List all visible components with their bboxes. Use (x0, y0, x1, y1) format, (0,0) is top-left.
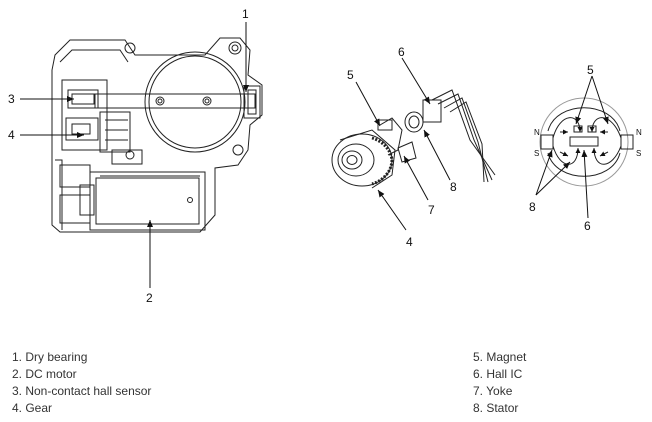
callout-left-3: 3 (8, 92, 15, 106)
callout-mid-6: 6 (398, 45, 405, 59)
legend-item-stator: 8. Stator (473, 401, 519, 415)
pole-south-right: S (636, 149, 641, 158)
legend-left: 1. Dry bearing 2. DC motor 3. Non-contac… (12, 349, 151, 417)
legend-item-magnet: 5. Magnet (473, 350, 527, 364)
legend-item-hall-sensor: 3. Non-contact hall sensor (12, 384, 152, 398)
callout-mid-4: 4 (406, 235, 413, 249)
legend-item-yoke: 7. Yoke (473, 384, 513, 398)
callout-right-8: 8 (529, 200, 536, 214)
legend-item-hall-ic: 6. Hall IC (473, 367, 523, 381)
legend-item-dry-bearing: 1. Dry bearing (12, 350, 88, 364)
pole-south-left: S (534, 149, 539, 158)
callout-right-6: 6 (584, 219, 591, 233)
magnetic-flux-schematic (539, 97, 634, 187)
callout-mid-5: 5 (347, 68, 354, 82)
gear-sensor-exploded-view (331, 89, 496, 189)
callout-left-1: 1 (242, 7, 249, 21)
right-callout-lines (535, 75, 609, 219)
legend-item-gear: 4. Gear (12, 401, 53, 415)
callout-right-5: 5 (587, 63, 594, 77)
left-callout-lines (20, 22, 249, 288)
callout-left-2: 2 (146, 291, 153, 305)
callout-mid-7: 7 (428, 203, 435, 217)
callout-mid-8: 8 (450, 180, 457, 194)
callout-left-4: 4 (8, 128, 15, 142)
pole-north-left: N (534, 128, 540, 137)
middle-callout-lines (355, 57, 451, 231)
pole-north-right: N (636, 128, 642, 137)
throttle-body-housing (51, 37, 263, 233)
legend-item-dc-motor: 2. DC motor (12, 367, 77, 381)
legend-right: 5. Magnet 6. Hall IC 7. Yoke 8. Stator (473, 349, 526, 417)
